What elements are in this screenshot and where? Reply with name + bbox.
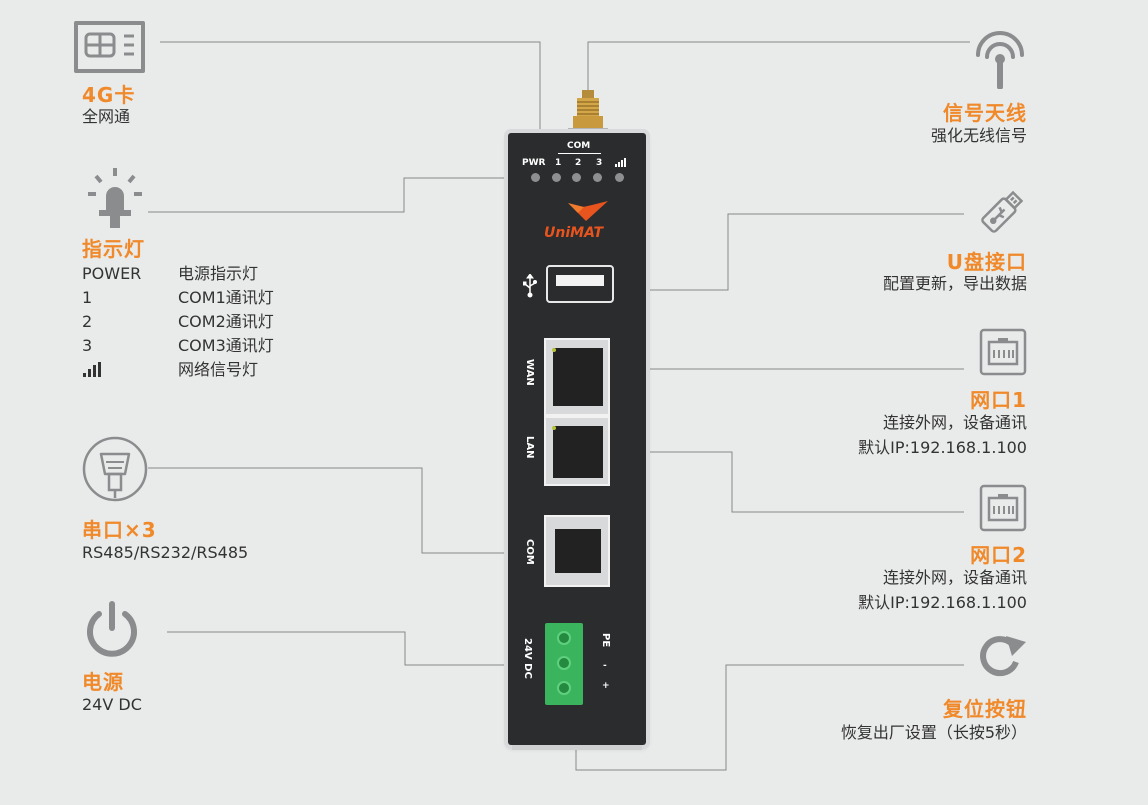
- reset-icon: [980, 636, 1026, 677]
- usb-symbol-icon: [523, 274, 537, 298]
- com-group-bracket: [558, 153, 601, 154]
- net1-ip: 默认IP:192.168.1.100: [858, 438, 1027, 457]
- antenna-title: 信号天线: [943, 101, 1027, 125]
- indicator-row-key: 3: [82, 336, 93, 355]
- signal-led: [615, 173, 624, 182]
- led-label-pwr: PWR: [522, 158, 546, 168]
- terminal-label-plus: +: [602, 681, 610, 691]
- indicator-row-value: COM1通讯灯: [178, 288, 274, 307]
- power-desc: 24V DC: [82, 695, 142, 714]
- pwr-led: [531, 173, 540, 182]
- lan-port-opening: [553, 426, 603, 478]
- indicator-row-key: 1: [82, 288, 93, 307]
- usb-port[interactable]: [546, 265, 614, 303]
- indicator-title: 指示灯: [82, 237, 145, 261]
- serial-port-icon: [82, 436, 148, 502]
- brand-name: UniMAT: [544, 225, 604, 241]
- terminal-screw: [557, 681, 571, 695]
- lan-link-led: [552, 426, 556, 430]
- net1-desc: 连接外网，设备通讯: [882, 413, 1027, 432]
- com-port[interactable]: [544, 515, 610, 587]
- indicator-row-value: 电源指示灯: [178, 264, 259, 283]
- com-port-label: COM: [524, 539, 535, 565]
- lan-label: LAN: [524, 436, 535, 459]
- reset-title: 复位按钮: [943, 697, 1027, 721]
- com-group-label: COM: [567, 141, 591, 151]
- indicator-light-icon: [88, 168, 142, 228]
- usb-drive-icon: [981, 190, 1024, 233]
- net2-desc: 连接外网，设备通讯: [882, 568, 1027, 587]
- com2-led: [572, 173, 581, 182]
- brand-logo-mark: [568, 201, 608, 221]
- com1-led: [552, 173, 561, 182]
- wan-link-led: [552, 348, 556, 352]
- rail-clip: [512, 745, 642, 750]
- sim-desc: 全网通: [82, 107, 131, 126]
- indicator-row-key: 2: [82, 312, 93, 331]
- signal-bars-icon: [615, 158, 626, 167]
- indicator-row-value: COM2通讯灯: [178, 312, 274, 331]
- indicator-row-value: COM3通讯灯: [178, 336, 274, 355]
- terminal-screw: [557, 631, 571, 645]
- gateway-device: COM PWR 1 2 3 UniMAT WAN LAN COM 24V DC: [508, 133, 646, 745]
- terminal-screw: [557, 656, 571, 670]
- sim-card-icon: [74, 21, 145, 73]
- terminal-label-pe: PE: [600, 633, 611, 648]
- net2-title: 网口2: [970, 543, 1027, 567]
- reset-desc: 恢复出厂设置（长按5秒）: [840, 723, 1027, 742]
- indicator-row-value: 网络信号灯: [178, 360, 259, 379]
- signal-bars-icon: [83, 362, 101, 377]
- com-port-opening: [555, 529, 601, 573]
- com3-led: [593, 173, 602, 182]
- antenna-connector: [568, 90, 608, 138]
- net1-title: 网口1: [970, 388, 1027, 412]
- ethernet-port-icon: [979, 328, 1027, 376]
- usb-title: U盘接口: [946, 250, 1027, 274]
- serial-title: 串口×3: [82, 518, 157, 542]
- power-title: 电源: [82, 670, 124, 694]
- led-label-3: 3: [596, 158, 603, 168]
- net2-ip: 默认IP:192.168.1.100: [858, 593, 1027, 612]
- usb-desc: 配置更新，导出数据: [882, 274, 1027, 293]
- power-terminal-block[interactable]: [545, 623, 583, 705]
- power-icon: [87, 601, 137, 657]
- lan-port[interactable]: [544, 416, 610, 486]
- usb-port-tongue: [556, 275, 604, 286]
- led-label-2: 2: [575, 158, 582, 168]
- led-label-1: 1: [555, 158, 562, 168]
- ethernet-port-icon: [979, 484, 1027, 532]
- wan-label: WAN: [524, 359, 535, 386]
- antenna-desc: 强化无线信号: [930, 126, 1027, 145]
- antenna-icon: [976, 31, 1024, 89]
- wan-port-opening: [553, 348, 603, 406]
- indicator-row-key: POWER: [82, 264, 142, 283]
- terminal-label-minus: -: [603, 661, 607, 671]
- sim-title: 4G卡: [82, 83, 136, 107]
- serial-desc: RS485/RS232/RS485: [82, 543, 249, 562]
- power-input-label: 24V DC: [522, 638, 533, 679]
- wan-port[interactable]: [544, 338, 610, 416]
